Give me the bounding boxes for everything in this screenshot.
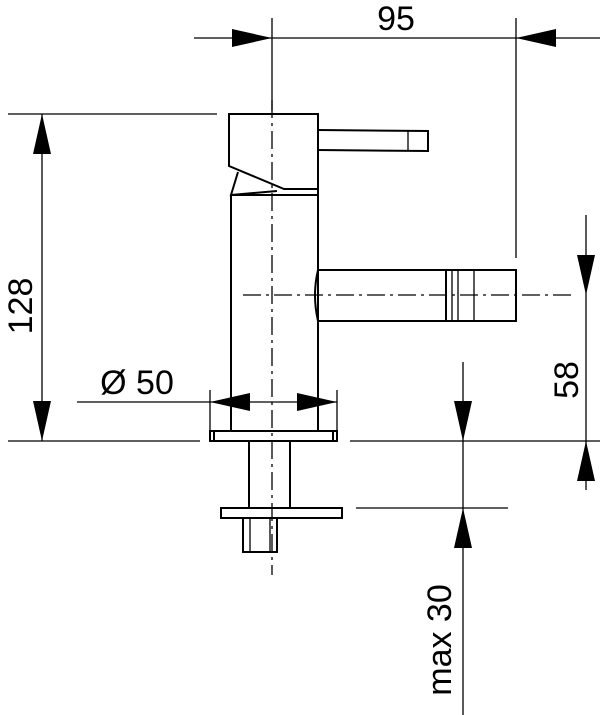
base-plate bbox=[209, 430, 338, 442]
arrow-width-right bbox=[516, 29, 556, 47]
faucet-body bbox=[209, 113, 517, 553]
fixing-plate bbox=[220, 507, 343, 519]
arrow-thickness-bottom bbox=[454, 508, 472, 548]
dimension-width: 95 bbox=[194, 0, 600, 258]
arrow-dia-right bbox=[297, 393, 337, 411]
height-label: 128 bbox=[2, 278, 40, 335]
dimension-diameter: Ø 50 bbox=[77, 364, 338, 431]
arrow-height-top bbox=[33, 114, 51, 154]
max-thickness-label: max 30 bbox=[421, 584, 459, 696]
spout-height-label: 58 bbox=[548, 361, 586, 399]
width-label: 95 bbox=[377, 0, 415, 38]
center-lines bbox=[243, 100, 575, 575]
dimension-height: 128 bbox=[2, 113, 217, 442]
dimension-max-thickness: max 30 bbox=[356, 362, 508, 715]
lever-handle bbox=[317, 129, 429, 153]
arrow-dia-left bbox=[210, 393, 250, 411]
spout bbox=[314, 269, 447, 322]
threaded-stem bbox=[248, 441, 291, 508]
arrow-spout-bottom bbox=[577, 441, 595, 481]
arrow-thickness-top bbox=[454, 401, 472, 441]
handle-housing bbox=[228, 113, 319, 190]
arrow-spout-top bbox=[577, 255, 595, 295]
diameter-label: Ø 50 bbox=[100, 364, 174, 402]
fixing-nut bbox=[242, 518, 278, 553]
arrow-height-bottom bbox=[33, 401, 51, 441]
dimension-spout-height: 58 bbox=[350, 215, 600, 490]
main-body bbox=[230, 189, 319, 431]
arrow-width-left bbox=[232, 29, 272, 47]
